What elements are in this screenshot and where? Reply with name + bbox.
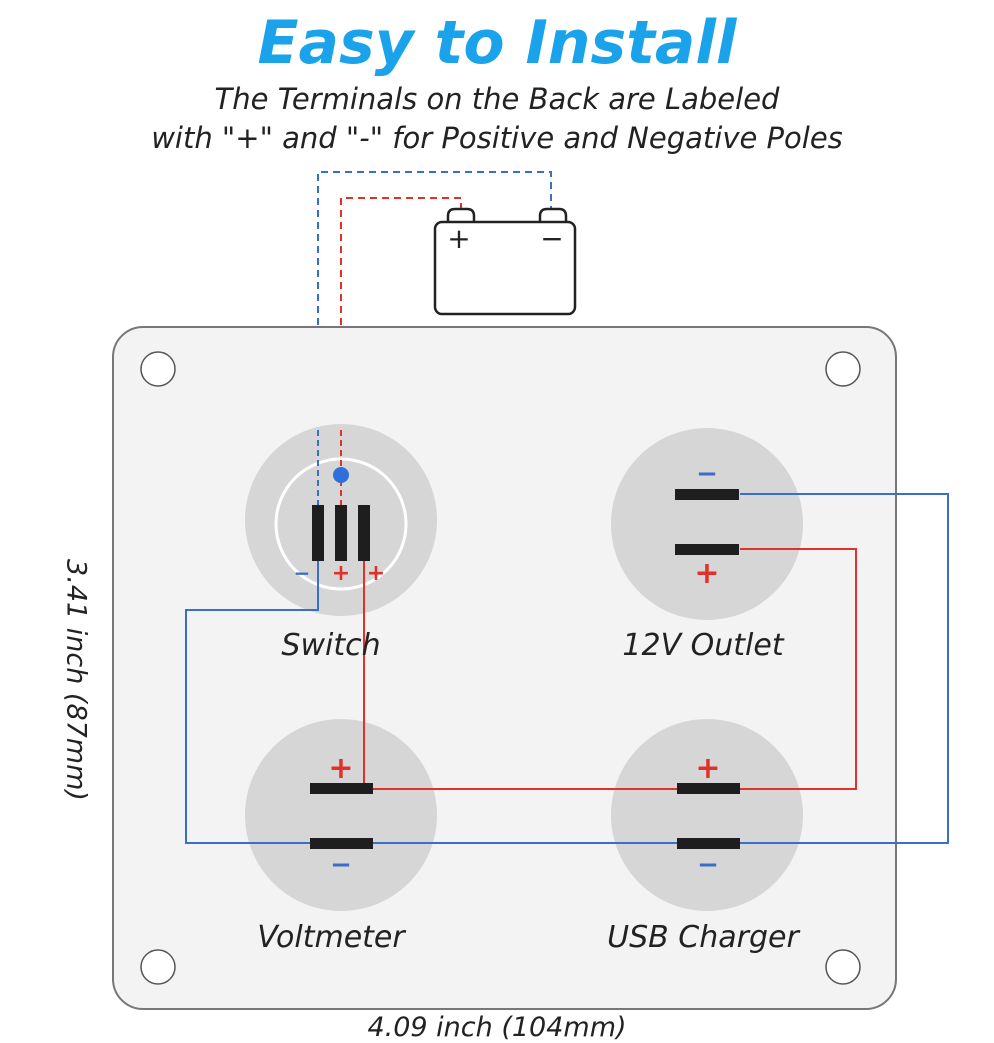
outlet-terminal-positive [675,544,739,555]
subtitle-line-2: with "+" and "-" for Positive and Negati… [151,121,843,155]
width-dimension-text: 4.09 inch (104mm) [367,1012,627,1043]
voltmeter-mark-positive: + [328,751,353,786]
battery-negative-post [538,207,568,222]
outlet-socket [611,428,803,620]
battery-positive-post [446,207,476,222]
battery-negative-symbol: − [540,222,563,255]
switch-label: Switch [281,628,380,663]
mounting-hole-bottom-right [825,949,861,985]
battery-icon [433,207,577,316]
voltmeter-mark-negative: − [330,850,352,880]
height-dimension: 3.41 inch (87mm) [56,540,96,820]
switch-mark-positive-2: + [367,561,385,586]
battery-wires [317,171,552,505]
positive-bus-wire [363,548,857,790]
usb-socket [611,719,803,911]
battery-negative-wire [317,171,552,505]
usb-mark-negative: − [697,850,719,880]
usb-label: USB Charger [607,920,800,955]
subtitle-line-1: The Terminals on the Back are Labeled [214,82,780,116]
mounting-panel [112,326,897,1010]
outlet-mark-negative: − [696,459,718,489]
switch-terminal-positive-1 [335,505,347,561]
negative-bus-wire [185,493,949,844]
outlet-mark-positive: + [694,556,719,591]
usb-terminal-negative [677,838,740,849]
battery-positive-wire [340,197,462,505]
voltmeter-terminal-positive [310,783,373,794]
usb-mark-positive: + [695,751,720,786]
battery-body [433,220,577,316]
usb-terminal-positive [677,783,740,794]
solid-wires [185,493,949,844]
outlet-terminal-negative [675,489,739,500]
voltmeter-terminal-negative [310,838,373,849]
switch-mark-positive-1: + [332,561,350,586]
switch-terminal-positive-2 [358,505,370,561]
switch-mark-negative: − [294,561,311,585]
mounting-hole-bottom-left [140,949,176,985]
page-title: Easy to Install [257,8,737,78]
voltmeter-label: Voltmeter [257,920,406,955]
battery-positive-symbol: + [447,222,470,255]
height-dimension-text: 3.41 inch (87mm) [60,559,92,801]
switch-indicator-led [333,467,349,483]
mounting-hole-top-left [140,351,176,387]
mounting-hole-top-right [825,351,861,387]
switch-terminal-negative [312,505,324,561]
switch-ring [274,457,408,591]
outlet-label: 12V Outlet [622,628,784,663]
voltmeter-socket [245,719,437,911]
